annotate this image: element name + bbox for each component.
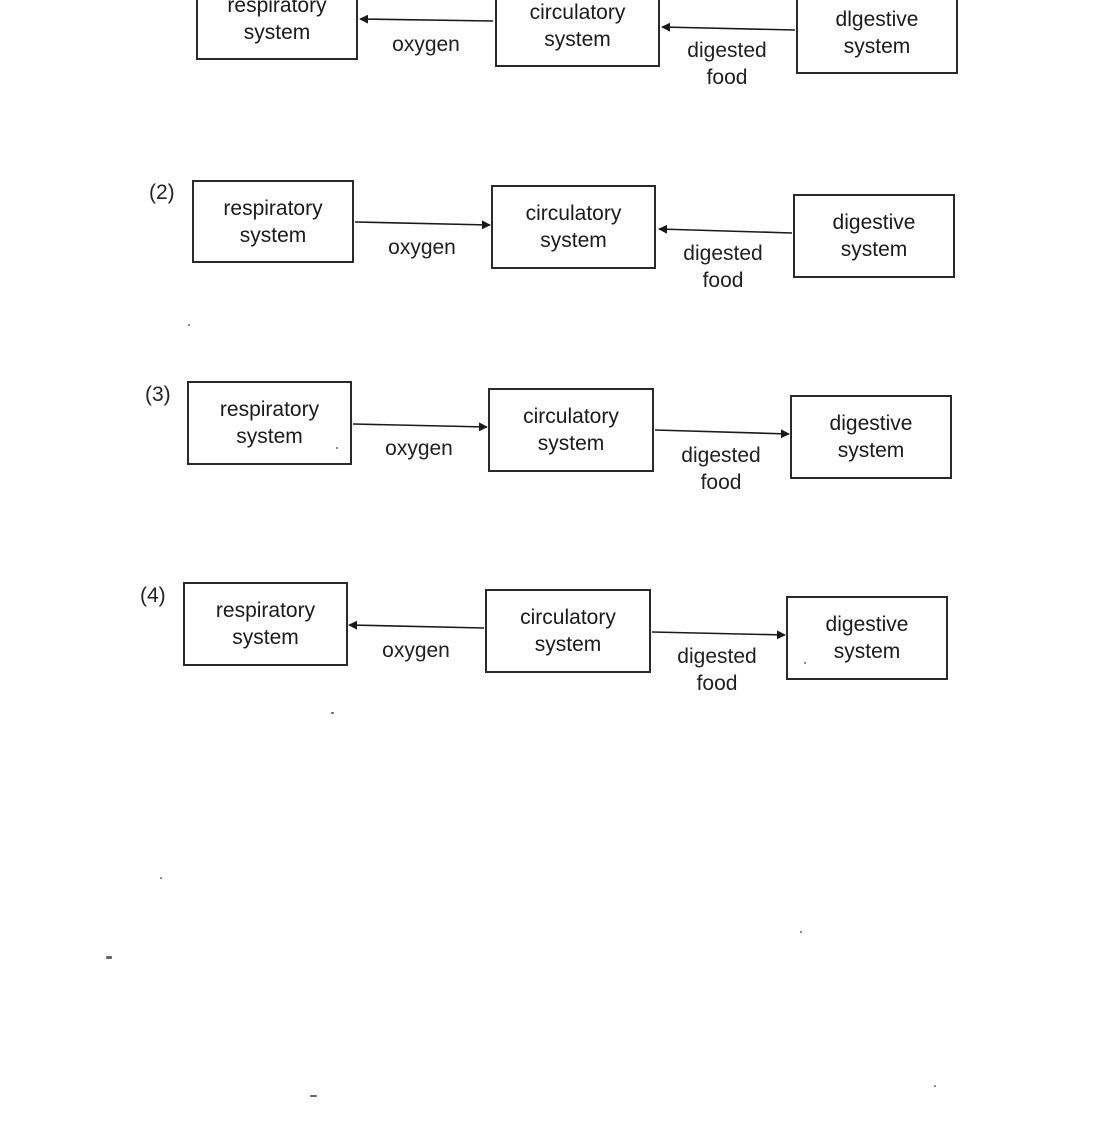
food-arrow-2 [658, 224, 793, 234]
circulatory-system-label-1: circulatory system [529, 0, 626, 51]
respiratory-system-box-4: respiratory system [183, 582, 348, 666]
oxygen-arrow-2 [354, 220, 491, 230]
circulatory-system-box-4: circulatory system [485, 589, 651, 673]
oxygen-label-4: oxygen [382, 639, 450, 662]
scan-speck [188, 324, 190, 326]
respiratory-system-box-2: respiratory system [192, 180, 354, 263]
scan-speck [934, 1085, 936, 1087]
circulatory-system-label-3: circulatory system [523, 405, 619, 455]
digested-food-label-2: digested food [683, 242, 763, 292]
digestive-system-label-2: digestive system [832, 211, 916, 261]
respiratory-system-label-1: respiratory system [227, 0, 327, 44]
food-arrow-1 [661, 22, 796, 32]
respiratory-system-label-4: respiratory system [215, 599, 316, 649]
circulatory-system-box-3: circulatory system [488, 388, 654, 472]
scan-speck [336, 447, 338, 449]
circulatory-system-label-4: circulatory system [520, 606, 616, 656]
oxygen-arrow-4 [348, 620, 485, 630]
option-label-3: (3) [145, 383, 171, 406]
circulatory-system-box-2: circulatory system [491, 185, 656, 269]
respiratory-system-label-3: respiratory system [219, 398, 320, 448]
digestive-system-label-4: digestive system [825, 613, 909, 663]
digestive-system-box-1: dlgestive system [796, 0, 958, 74]
oxygen-label-1: oxygen [392, 33, 460, 56]
digestive-system-box-4: digestive system [786, 596, 948, 680]
oxygen-arrow-1 [359, 14, 494, 24]
digestive-system-label-3: digestive system [829, 412, 913, 462]
scan-speck [106, 956, 112, 959]
oxygen-arrow-3 [352, 422, 488, 432]
circulatory-system-label-2: circulatory system [525, 202, 622, 252]
respiratory-system-label-2: respiratory system [223, 196, 323, 247]
digestive-system-label-1: dlgestive system [835, 8, 919, 58]
digested-food-label-4: digested food [677, 645, 757, 695]
food-arrow-4 [651, 630, 786, 640]
oxygen-label-2: oxygen [388, 236, 456, 259]
option-label-2: (2) [149, 181, 175, 204]
circulatory-system-box-1: circulatory system [495, 0, 660, 67]
digestive-system-box-2: digestive system [793, 194, 955, 278]
option-label-4: (4) [140, 584, 166, 607]
digestive-system-box-3: digestive system [790, 395, 952, 479]
digested-food-label-1: digested food [687, 39, 767, 89]
scan-speck [804, 662, 806, 664]
oxygen-label-3: oxygen [385, 437, 453, 460]
digested-food-label-3: digested food [681, 444, 761, 494]
scan-speck [800, 931, 802, 933]
scan-speck [160, 877, 162, 879]
scan-speck [331, 712, 334, 714]
respiratory-system-box-1: respiratory system [196, 0, 358, 60]
respiratory-system-box-3: respiratory system [187, 381, 352, 465]
scan-speck [310, 1095, 317, 1097]
food-arrow-3 [654, 429, 790, 439]
